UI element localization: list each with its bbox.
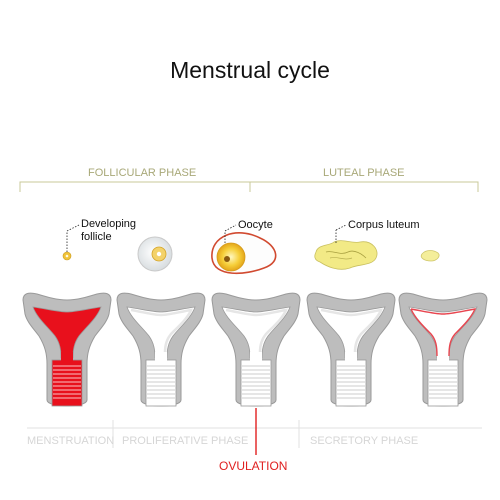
stage-timeline [27,420,482,448]
uterus-late-secretory [398,292,488,407]
ovulation-label: OVULATION [219,459,288,473]
corpus-luteum-icon [314,224,378,270]
developing-follicle-icon [62,224,80,261]
menstruation-stage-label: MENSTRUATION [27,435,115,447]
corpus-albicans-icon [420,250,440,262]
uterus-ovulation [211,292,301,407]
uterus-menstruation [22,292,112,407]
follicular-phase-label: FOLLICULAR PHASE [88,167,197,179]
developing-follicle-label: Developing follicle [81,218,136,244]
growing-follicle-icon [137,236,173,272]
uterus-secretory [306,292,396,407]
page-title: Menstrual cycle [170,57,330,83]
oocyte-icon [211,224,277,275]
phase-bracket [19,181,479,192]
developing-follicle-label-line2: follicle [81,231,112,243]
luteal-phase-label: LUTEAL PHASE [323,167,405,179]
oocyte-label: Oocyte [238,219,273,231]
uterus-early-proliferative [116,292,206,407]
developing-follicle-label-line1: Developing [81,218,137,230]
corpus-luteum-label: Corpus luteum [348,219,420,231]
secretory-stage-label: SECRETORY PHASE [310,435,419,447]
proliferative-stage-label: PROLIFERATIVE PHASE [122,435,249,447]
